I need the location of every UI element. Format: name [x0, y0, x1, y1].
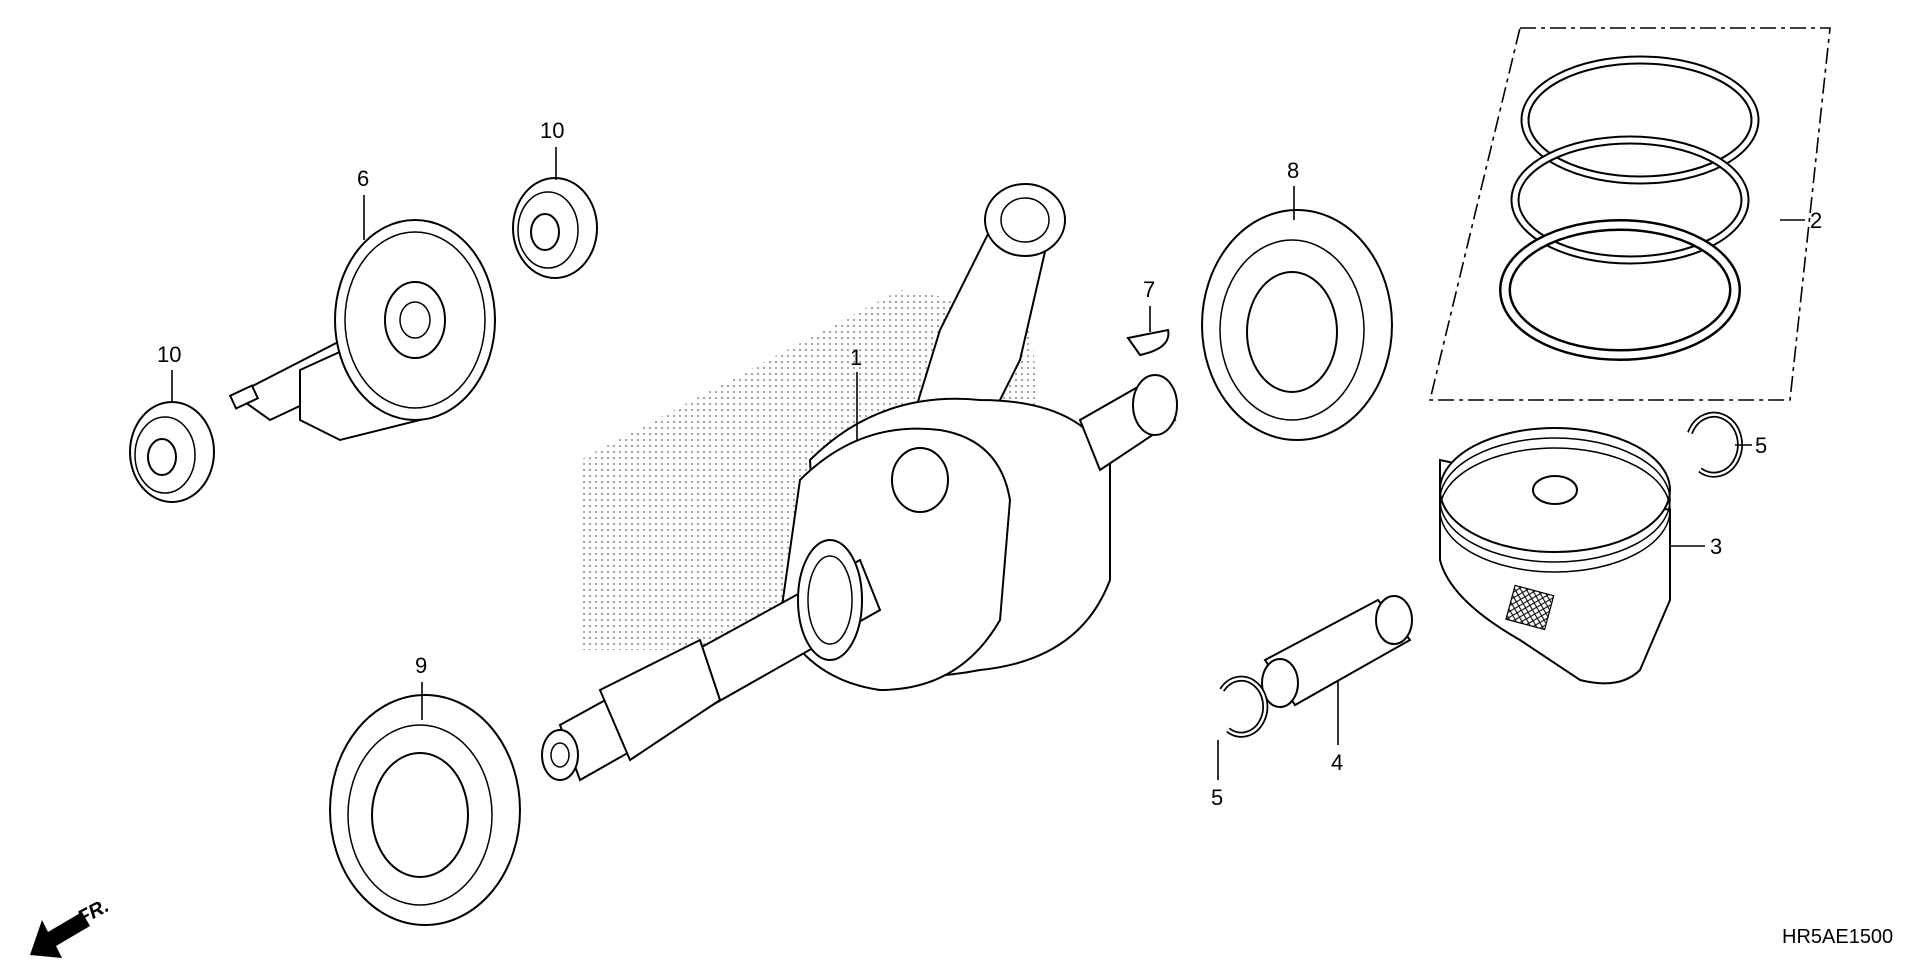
- woodruff-key[interactable]: [1126, 328, 1170, 357]
- front-direction-marker: FR.: [30, 895, 113, 958]
- piston-ring-set[interactable]: [1428, 27, 1831, 401]
- callout-8: 8: [1287, 158, 1299, 183]
- callout-7: 7: [1143, 277, 1155, 302]
- circlip-lower[interactable]: [1219, 675, 1269, 738]
- callout-10-left: 10: [157, 342, 181, 367]
- callout-6: 6: [357, 166, 369, 191]
- bearing-9[interactable]: [329, 694, 521, 926]
- bearing-10-left[interactable]: [129, 401, 215, 503]
- crankshaft[interactable]: [541, 183, 1178, 782]
- callout-5-right: 5: [1755, 433, 1767, 458]
- callout-4: 4: [1331, 750, 1343, 775]
- camshaft-gear[interactable]: [228, 219, 496, 442]
- callout-5-lower: 5: [1211, 785, 1223, 810]
- callout-1: 1: [850, 345, 862, 370]
- piston[interactable]: [1439, 427, 1671, 685]
- callout-9: 9: [415, 653, 427, 678]
- bearing-10-upper[interactable]: [512, 177, 598, 279]
- arrow-down-left-icon: [30, 912, 90, 958]
- callout-leaders: [171, 147, 1805, 780]
- bearing-8[interactable]: [1201, 209, 1393, 441]
- callout-2: 2: [1810, 208, 1822, 233]
- callout-10-upper: 10: [540, 118, 564, 143]
- callout-labels: 1 2 3 4 5 5 6 7 8 9 10 10: [157, 118, 1822, 810]
- diagram-code: HR5AE1500: [1782, 926, 1893, 948]
- circlip-right[interactable]: [1687, 411, 1743, 478]
- callout-3: 3: [1710, 534, 1722, 559]
- piston-pin[interactable]: [1261, 595, 1413, 708]
